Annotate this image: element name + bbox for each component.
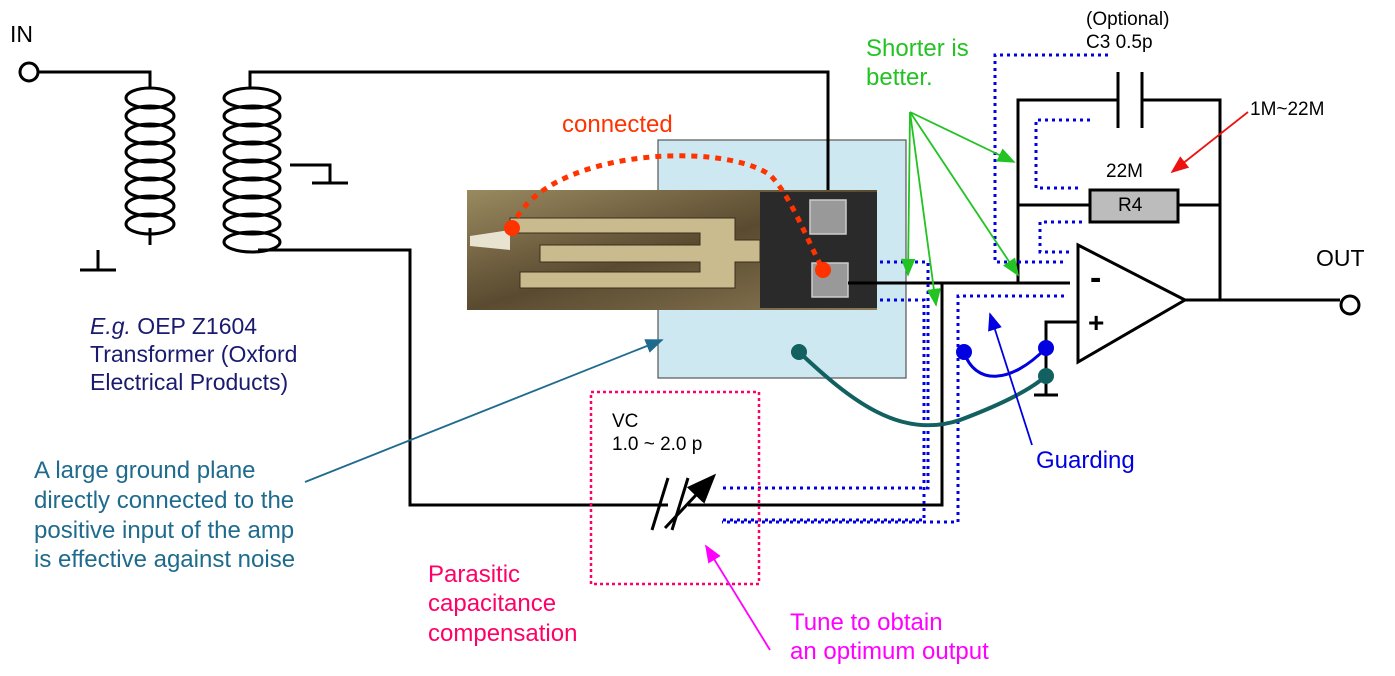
guard-connection-wire xyxy=(962,346,1048,378)
r4-label: R4 xyxy=(1118,195,1143,216)
vc-range: 1.0 ~ 2.0 p xyxy=(612,434,703,456)
transformer-line2: Transformer (Oxford xyxy=(90,341,298,368)
guard-dot-amp xyxy=(1038,340,1054,356)
ground-plane-line4: is effective against noise xyxy=(34,546,296,574)
vc-name: VC xyxy=(612,411,639,432)
eg-text: E.g. xyxy=(90,313,131,339)
shorter-arrows xyxy=(900,111,1019,307)
plane-connection-wire xyxy=(797,350,1048,428)
r22m-label: 22M xyxy=(1106,161,1143,182)
transformer-secondary-coil xyxy=(222,86,282,254)
parasitic-region-box xyxy=(589,390,761,586)
range-label: 1M~22M xyxy=(1250,99,1325,120)
shorter-line2: better. xyxy=(866,64,933,92)
c3-value: C3 0.5p xyxy=(1086,32,1153,54)
tuning-fork-chip xyxy=(467,190,877,310)
connected-label: connected xyxy=(562,111,673,138)
plane-connection-dot-amp xyxy=(1038,368,1054,384)
connected-dot-left xyxy=(504,220,520,236)
c3-label: (Optional) C3 0.5p xyxy=(1086,8,1169,54)
variable-capacitor xyxy=(650,473,717,531)
ground-plane-line2: directly connected to the xyxy=(34,486,295,514)
shorter-label: Shorter is better. xyxy=(866,34,969,93)
connected-dot-right xyxy=(815,262,831,278)
ground-plane-note: A large ground plane directly connected … xyxy=(34,456,295,575)
transformer-caption: E.g. OEP Z1604 Transformer (Oxford Elect… xyxy=(90,312,297,396)
opamp-plus: + xyxy=(1088,307,1105,338)
tune-label: Tune to obtain an optimum output xyxy=(790,608,989,667)
parasitic-label: Parasitic capacitance compensation xyxy=(428,560,577,648)
parasitic-line1: Parasitic xyxy=(428,561,521,588)
output-terminal xyxy=(1339,294,1361,316)
guarding-label: Guarding xyxy=(1036,447,1135,474)
resistor-r4 xyxy=(1088,188,1180,224)
ground-plane-line1: A large ground plane xyxy=(34,457,256,484)
vc-label: VC 1.0 ~ 2.0 p xyxy=(612,410,702,456)
parasitic-line2: capacitance xyxy=(428,590,557,618)
tune-line1: Tune to obtain xyxy=(790,609,943,636)
output-label: OUT xyxy=(1316,245,1365,271)
ground-plane-line3: positive input of the amp xyxy=(34,516,295,544)
transformer-primary-coil xyxy=(124,86,176,236)
parasitic-line3: compensation xyxy=(428,619,578,647)
optional-text: (Optional) xyxy=(1086,9,1170,30)
ground-plane-pointer-arrow xyxy=(304,339,664,483)
wires xyxy=(38,70,1340,507)
tune-arrow xyxy=(705,544,771,651)
shorter-line1: Shorter is xyxy=(866,35,969,62)
range-arrow xyxy=(1170,111,1249,174)
transformer-line3: Electrical Products) xyxy=(90,369,289,396)
input-terminal xyxy=(18,61,40,83)
transformer-model: OEP Z1604 xyxy=(130,313,258,339)
opamp-minus: - xyxy=(1090,259,1102,297)
input-label: IN xyxy=(10,21,33,47)
tune-line2: an optimum output xyxy=(790,638,989,666)
capacitor-c3 xyxy=(1116,72,1144,128)
connected-dotted-arc xyxy=(509,153,826,272)
guarding-arrow xyxy=(988,312,1033,446)
op-amp xyxy=(1076,242,1189,365)
